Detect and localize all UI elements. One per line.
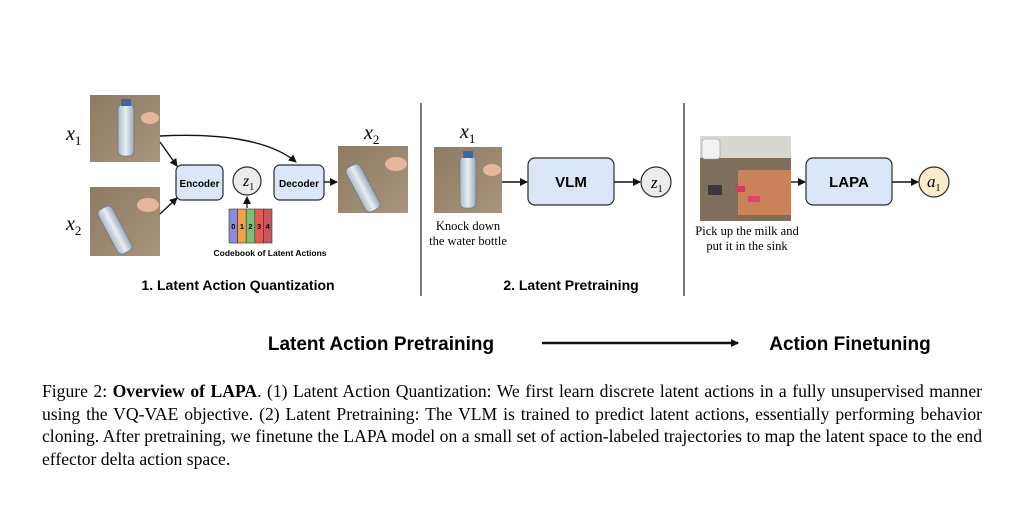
p3-instruction-line1: Pick up the milk and — [695, 224, 799, 238]
p2-x1-label: x1 — [459, 121, 475, 146]
panel-action-finetuning: Pick up the milk and put it in the sink … — [695, 136, 950, 253]
bottom-left-label: Latent Action Pretraining — [268, 334, 494, 355]
caption-prefix: Figure 2: — [42, 381, 113, 401]
latent-z1-label: z1 — [242, 173, 254, 193]
codebook-cell-label: 4 — [266, 222, 271, 231]
encoder-box — [175, 164, 224, 201]
panel-latent-pretraining: x1 Knock down the water bottle VLM z1 2.… — [429, 121, 672, 293]
arrow-x2-to-encoder — [159, 197, 178, 215]
x2-label: x2 — [65, 213, 81, 238]
bottom-right-label: Action Finetuning — [769, 334, 930, 355]
decoder-label: Decoder — [279, 179, 319, 190]
p2-latent-z1-label: z1 — [650, 173, 663, 195]
caption-bold: Overview of LAPA — [112, 381, 258, 401]
codebook-cell-4 — [263, 208, 273, 244]
frame-image-x2 — [90, 187, 160, 256]
p3-instruction-line2: put it in the sink — [706, 239, 788, 253]
encoder-label: Encoder — [179, 179, 219, 190]
codebook-cell-label: 1 — [240, 222, 244, 231]
latent-z1-node — [232, 166, 262, 196]
robot-scene-image — [700, 136, 791, 221]
codebook-cell-label: 2 — [248, 222, 252, 231]
output-x2-label: x2 — [363, 122, 379, 147]
frame-image-output — [338, 146, 408, 213]
vlm-label: VLM — [555, 174, 587, 191]
arrow-x1-to-decoder — [159, 134, 297, 163]
codebook-title: Codebook of Latent Actions — [213, 248, 326, 258]
panel1-title: 1. Latent Action Quantization — [141, 277, 334, 293]
caption-text: . (1) Latent Action Quantization: We fir… — [42, 381, 982, 469]
figure-caption: Figure 2: Overview of LAPA. (1) Latent A… — [42, 380, 982, 470]
arrow-x1-to-encoder — [159, 141, 178, 167]
p2-frame-image — [434, 147, 502, 213]
codebook-cell-label: 3 — [257, 222, 261, 231]
codebook-cell-label: 0 — [231, 222, 235, 231]
action-a1-label: a1 — [927, 172, 941, 194]
frame-image-x1 — [90, 95, 160, 162]
x1-label: x1 — [65, 123, 81, 148]
lapa-label: LAPA — [829, 174, 869, 191]
action-a1-node — [918, 166, 950, 198]
p2-latent-z1-node — [640, 166, 672, 198]
p2-instruction-line2: the water bottle — [429, 234, 507, 248]
p2-instruction-line1: Knock down — [436, 219, 501, 233]
panel-latent-action-quantization: x1 x2 Encoder z1 — [65, 95, 408, 293]
panel2-title: 2. Latent Pretraining — [503, 277, 638, 293]
